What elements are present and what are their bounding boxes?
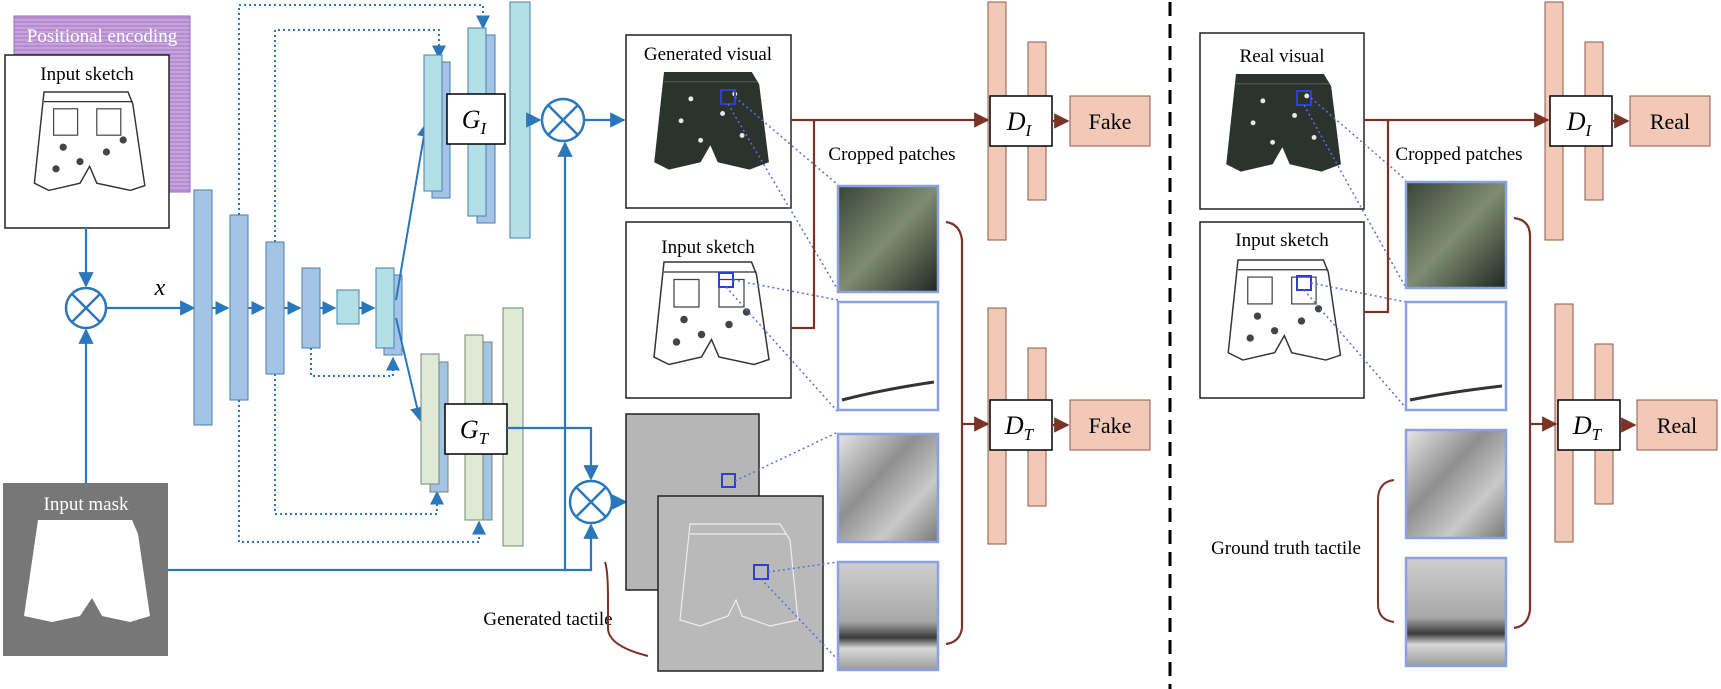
- patch-real-sketch: [1404, 300, 1508, 412]
- dt-sub-real: T: [1592, 425, 1603, 444]
- skip-top-1: [238, 4, 490, 215]
- mask-to-mult-bottom-arrow: [565, 523, 599, 572]
- gt-sub: T: [479, 429, 490, 448]
- patch-generated-visual: [836, 184, 940, 294]
- zoom-line: [1310, 282, 1407, 303]
- encoder-block-2: [229, 214, 249, 401]
- di-disc-label-real: DI: [1566, 107, 1593, 140]
- di-base-real: D: [1566, 107, 1586, 136]
- real-box-1: [1629, 95, 1711, 147]
- encoder-blocks: [193, 189, 321, 426]
- positional-encoding-label: Positional encoding: [27, 26, 178, 47]
- patch-tactile-2: [836, 560, 940, 672]
- input-sketch-label-2: Input sketch: [661, 237, 755, 258]
- cropped-patches-label: Cropped patches: [828, 144, 955, 165]
- patch-bracket-2: [1513, 216, 1532, 630]
- gt-to-mult-arrow: [507, 426, 599, 481]
- dt-sub: T: [1024, 425, 1035, 444]
- dt-disc-label: DT: [1004, 411, 1035, 444]
- skip-bottom-2: [274, 374, 444, 515]
- fake-box-1: [1069, 95, 1151, 147]
- patch-input-sketch: [836, 300, 940, 412]
- dt-disc-label-real: DT: [1572, 411, 1603, 444]
- real-label-1: Real: [1650, 109, 1690, 134]
- skip-top-2: [274, 29, 446, 242]
- cropped-patches-label-2: Cropped patches: [1395, 144, 1522, 165]
- real-visual-panel: [1199, 32, 1365, 210]
- gt-base: G: [460, 415, 479, 444]
- patch-gt-tactile-2: [1404, 556, 1508, 668]
- patch-real-visual: [1404, 180, 1508, 290]
- encoder-block-4: [301, 267, 321, 349]
- decoder-block-low: [375, 267, 395, 349]
- branch-to-gt-arrow: [395, 317, 424, 422]
- gt-generator-label: GT: [460, 415, 490, 448]
- encoder-block-1: [193, 189, 213, 426]
- di-disc-box: [989, 95, 1053, 147]
- di-sub-real: I: [1585, 121, 1593, 140]
- ground-truth-tactile-label: Ground truth tactile: [1211, 538, 1361, 559]
- input-mask-label: Input mask: [44, 494, 129, 515]
- dt-base-real: D: [1572, 411, 1592, 440]
- zoom-line: [760, 578, 839, 661]
- real-sketch-patch-edge: [1409, 384, 1503, 402]
- skip-bottom-1: [238, 400, 486, 543]
- x-variable-label: x: [154, 275, 166, 301]
- fake-label-2: Fake: [1089, 413, 1132, 438]
- multiply-circle-icon: [64, 286, 108, 330]
- patch-gt-tactile-1: [1404, 428, 1508, 540]
- generated-visual-label: Generated visual: [644, 44, 772, 65]
- gt-tactile-bracket: [1377, 479, 1395, 623]
- gt-generator-box: [444, 403, 508, 455]
- realsketch-to-di-path: [1364, 120, 1390, 314]
- branch-to-gi-arrow: [395, 122, 431, 301]
- gi-block-1: [423, 54, 443, 192]
- di-disc-label: DI: [1006, 107, 1033, 140]
- patch-tactile-1: [836, 432, 940, 544]
- generated-tactile-bracket: [604, 561, 649, 657]
- bottleneck-block: [336, 289, 360, 325]
- zoom-line: [727, 103, 839, 291]
- zoom-line: [1303, 289, 1407, 409]
- zoom-line: [1310, 97, 1407, 181]
- input-sketch-panel-3: [1199, 221, 1365, 399]
- zoom-line: [734, 431, 839, 482]
- multiply-circle-icon: [568, 479, 614, 525]
- skip-low: [310, 348, 400, 377]
- dt-base: D: [1004, 411, 1024, 440]
- real-patch-column: [1404, 180, 1508, 668]
- input-sketch-label: Input sketch: [40, 64, 134, 85]
- di-sub: I: [1025, 121, 1033, 140]
- shorts-mask-icon: [24, 520, 150, 622]
- sketch-patch-edge: [841, 380, 935, 402]
- real-box-2: [1636, 399, 1718, 451]
- zoom-line: [767, 561, 839, 573]
- multiply-circle-icon: [540, 97, 586, 143]
- generated-tactile-label: Generated tactile: [483, 609, 612, 630]
- fake-box-2: [1069, 399, 1151, 451]
- fake-label-1: Fake: [1089, 109, 1132, 134]
- encoder-block-3: [265, 241, 285, 375]
- gi-base: G: [462, 105, 481, 134]
- input-sketch-label-3: Input sketch: [1235, 230, 1329, 251]
- gi-generator-label: GI: [462, 105, 488, 138]
- di-base: D: [1006, 107, 1026, 136]
- real-visual-label: Real visual: [1240, 46, 1325, 67]
- sketch-to-di-path: [791, 120, 816, 330]
- tactile-shorts-outline: [679, 523, 799, 627]
- generated-patch-column: [836, 184, 940, 672]
- generated-tactile-panel-2: [657, 495, 824, 672]
- gt-block-1: [420, 353, 440, 485]
- gi-generator-box: [446, 93, 506, 145]
- real-label-2: Real: [1657, 413, 1697, 438]
- patch-bracket-1: [945, 220, 964, 646]
- gi-sub: I: [480, 119, 488, 138]
- di-disc-box-real: [1549, 95, 1613, 147]
- gi-block-3: [509, 1, 531, 239]
